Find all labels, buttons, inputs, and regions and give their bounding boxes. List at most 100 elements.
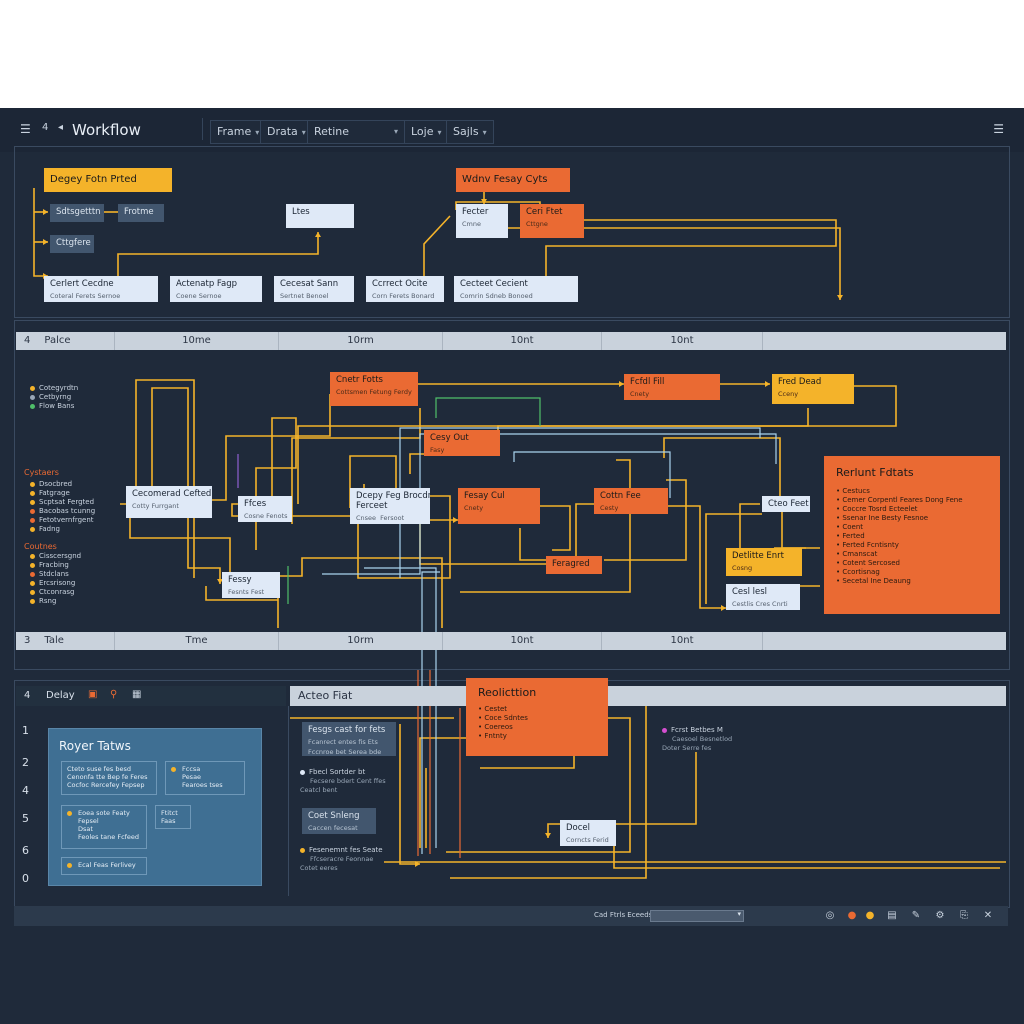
warning-icon[interactable]: ● — [865, 910, 875, 921]
legend-item[interactable]: Ctconrasg — [30, 588, 74, 596]
ruler-cell[interactable]: Tme — [115, 632, 279, 650]
legend-label: Rsng — [39, 597, 57, 605]
overview-center-header-node[interactable]: Wdnv Fesay Cyts — [456, 168, 570, 192]
legend-item[interactable]: Fetotvernfrgent — [30, 516, 94, 524]
timeline-panel — [14, 320, 1010, 670]
legend-item[interactable]: Rsng — [30, 597, 56, 605]
ruler-cell[interactable]: 10me — [115, 332, 279, 350]
legend-item[interactable]: Dsocbred — [30, 480, 72, 488]
dropdown-frame[interactable]: Frame▾ — [210, 120, 267, 144]
ruler-label: Palce — [44, 335, 71, 346]
card-item-1[interactable]: Cteto suse fes besd Cenonfa tte Bep fe F… — [61, 761, 157, 795]
overview-left-node-2[interactable]: Frotme — [118, 204, 164, 222]
table-icon[interactable]: ▤ — [887, 910, 897, 921]
node-subtitle: Cosne Fenots — [244, 512, 288, 520]
overview-left-node-3[interactable]: Cttgfere — [50, 235, 94, 253]
legend-item[interactable]: Bacobas tcunng — [30, 507, 95, 515]
close-icon[interactable]: ✕ — [983, 910, 993, 921]
card-item-5[interactable]: Ecal Feas Ferlivey — [61, 857, 147, 875]
status-select[interactable]: ▾ — [650, 910, 744, 922]
legend-label: Ercsrisong — [39, 579, 76, 587]
legend-item[interactable]: Ercsrisong — [30, 579, 75, 587]
settings-icon[interactable]: ⚙ — [935, 910, 945, 921]
hamburger-icon[interactable]: ☰ — [20, 122, 31, 136]
ruler-cell[interactable]: 10nt — [602, 332, 763, 350]
folder-icon[interactable]: ▣ — [88, 689, 98, 700]
alert-icon[interactable]: ● — [847, 910, 857, 921]
ruler-cell[interactable]: 10nt — [443, 332, 602, 350]
overview-header-node[interactable]: Degey Fotn Prted — [44, 168, 172, 192]
dropdown-drata[interactable]: Drata▾ — [260, 120, 313, 144]
timeline-node-cteo-feet[interactable]: Cteo Feet — [762, 496, 810, 512]
back-marker[interactable]: 4 — [42, 122, 49, 133]
overview-mid-node[interactable]: Ltes — [286, 204, 354, 228]
ruler-cell[interactable]: 10nt — [602, 632, 763, 650]
replication-panel[interactable]: Reolicttion • Cestet• Coce Sdntes• Coere… — [466, 678, 608, 756]
overview-left-node-1[interactable]: Sdtsgetttn — [50, 204, 104, 222]
target-icon[interactable]: ◎ — [825, 910, 835, 921]
legend-item[interactable]: Cotegyrdtn — [30, 384, 78, 392]
card-item-3[interactable]: Eoea sote Featy Fepsel Dsat Feoles tane … — [61, 805, 147, 849]
legend-item[interactable]: Fracbing — [30, 561, 69, 569]
node-title: Cottn Fee — [600, 491, 641, 501]
node-title: Fecter — [462, 207, 489, 217]
card-item-2[interactable]: Fccsa Pesae Fearoes tses — [165, 761, 245, 795]
legend-item[interactable]: Cetbyrng — [30, 393, 71, 401]
ruler-cell[interactable]: 10nt — [443, 632, 602, 650]
node-subtitle: Cosng — [732, 564, 753, 572]
back-icon[interactable]: ◂ — [58, 122, 64, 133]
grid-icon[interactable]: ▦ — [132, 689, 142, 700]
legend-item[interactable]: Fadng — [30, 525, 60, 533]
replication-item: • Coereos — [478, 723, 513, 731]
edit-icon[interactable]: ✎ — [911, 910, 921, 921]
legend-item[interactable]: Scptsat Fergted — [30, 498, 94, 506]
legend-dot-icon — [30, 508, 35, 514]
legend-item[interactable]: Fatgrage — [30, 489, 70, 497]
result-details-title: Rerlunt Fdtats — [836, 466, 914, 479]
dropdown-retine[interactable]: Retine▾ — [307, 120, 405, 144]
legend-item[interactable]: Stdclans — [30, 570, 69, 578]
node-title: Fesgs cast for fets — [308, 725, 386, 735]
ruler-cell[interactable]: 10rm — [279, 632, 443, 650]
timeline-node-feragred[interactable]: Feragred — [546, 556, 602, 574]
node-title: Actenatp Fagp — [176, 279, 238, 289]
dropdown-sajls[interactable]: Sajls▾ — [446, 120, 494, 144]
export-icon[interactable]: ⎘ — [960, 910, 968, 921]
search-icon[interactable]: ⚲ — [110, 689, 118, 700]
ruler-cell[interactable]: 10rm — [279, 332, 443, 350]
menu-icon[interactable]: ☰ — [993, 122, 1004, 136]
node-title: Coet Snleng — [308, 811, 360, 821]
legend-item[interactable]: Cisscersgnd — [30, 552, 81, 560]
toolbar-divider — [202, 118, 203, 140]
dropdown-loje[interactable]: Loje▾ — [404, 120, 449, 144]
card-item-4[interactable]: Ftitct Faas — [155, 805, 191, 829]
legend-item[interactable]: Flow Bans — [30, 402, 74, 410]
node-title: Fbecl Sortder bt — [309, 768, 366, 776]
